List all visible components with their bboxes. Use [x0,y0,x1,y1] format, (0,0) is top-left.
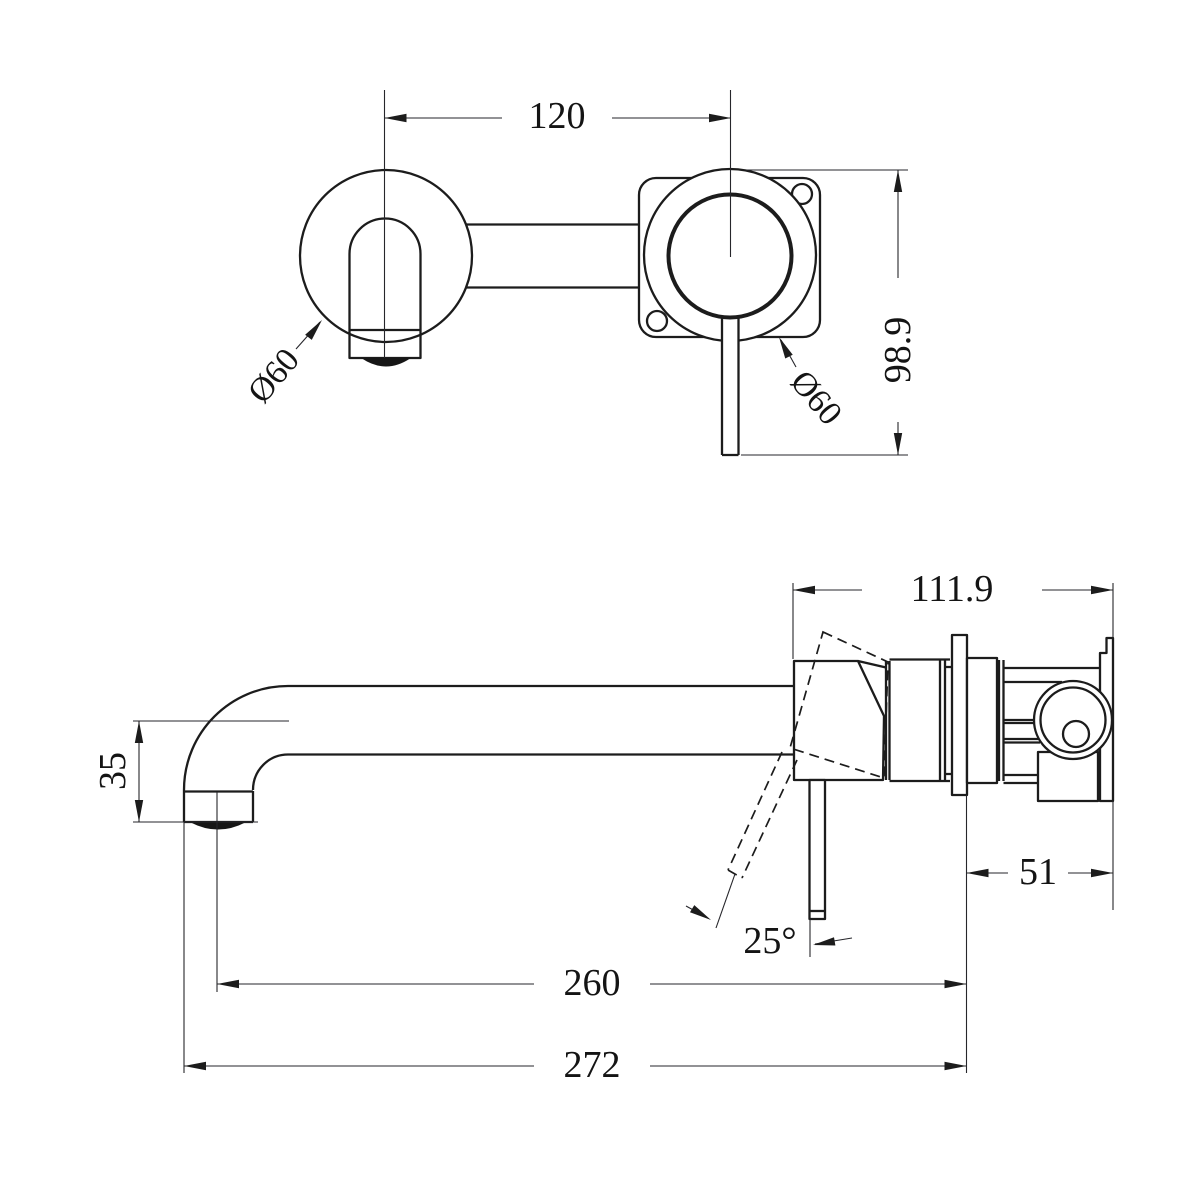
handle-body-rotated-dashed [788,630,889,780]
dim-plate-height: 98.9 [741,169,919,456]
handle-lever-side [808,778,827,921]
dim-spout-reach: 260 [216,792,967,1004]
dim-spout-plate-diameter-label: Ø60 [241,342,307,411]
handle-lever-rotated-dashed [727,751,798,879]
wall-flange [950,633,969,797]
dim-center-spacing: 120 [384,95,731,137]
mixer-body-side [792,633,969,797]
aerator-side [190,821,246,830]
connecting-bar [450,223,639,289]
dim-behind-wall-depth-label: 51 [1019,851,1057,893]
inlet-port-inner [1039,686,1107,754]
inlet-block [1036,750,1100,803]
inlet-port-outer [1032,679,1114,761]
dim-mixer-plate-diameter-label: Ø60 [783,364,849,433]
screw-hole-bottom [645,309,669,333]
dim-plate-height-label: 98.9 [877,317,919,384]
dim-center-spacing-label: 120 [529,95,586,137]
dim-handle-angle-label: 25° [743,920,796,962]
dim-spout-reach-label: 260 [564,962,621,1004]
dim-projection: 111.9 [792,568,1114,659]
handle-bar-mask [722,320,739,454]
dim-overall-reach-label: 272 [564,1044,621,1086]
front-view: 120 98.9 Ø60 Ø60 [241,90,919,457]
spout-side [182,684,794,830]
dim-projection-label: 111.9 [911,568,994,610]
in-wall-body [965,636,1115,803]
dim-spout-plate-diameter: Ø60 [241,320,322,411]
aerator-front [360,357,412,367]
dim-handle-angle: 25° [685,905,853,962]
handle-bar-front [720,318,740,457]
dim-behind-wall-depth: 51 [966,801,1114,910]
spout-escutcheon-front [298,168,474,367]
inlet-port-hole [1061,719,1091,749]
dim-spout-drop-label: 35 [92,752,134,790]
side-view: 111.9 35 25° 51 [92,568,1115,1086]
dim-spout-drop: 35 [92,720,289,823]
dim-overall-reach: 272 [183,822,967,1086]
dim-mixer-plate-diameter: Ø60 [779,337,849,433]
lever-extension-line [715,873,736,929]
